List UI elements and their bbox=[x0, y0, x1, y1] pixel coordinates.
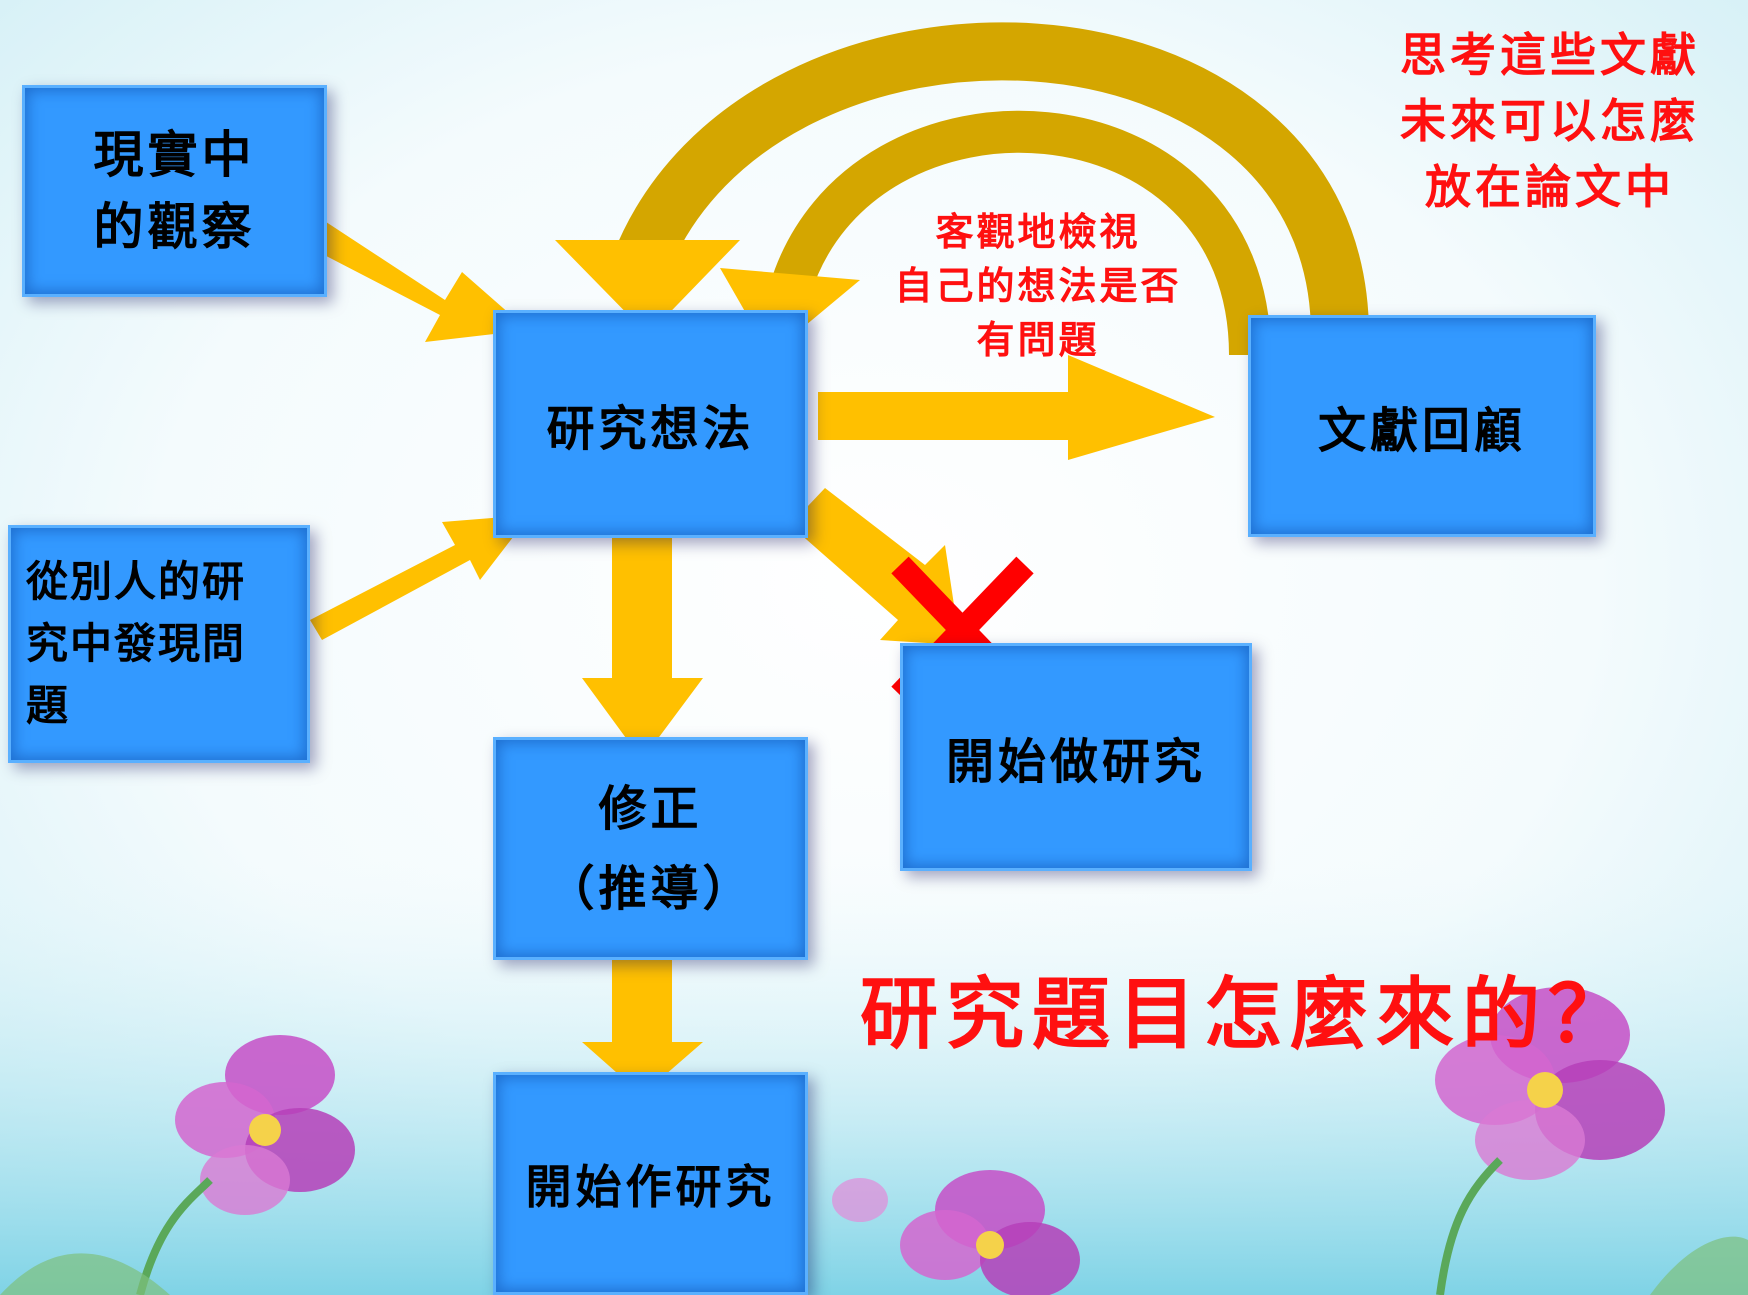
box-revise: 修正 （推導） bbox=[493, 737, 808, 960]
flower-middle-icon bbox=[832, 1170, 1080, 1295]
box-start-wrong-text: 開始做研究 bbox=[945, 734, 1206, 790]
box-start-wrong: 開始做研究 bbox=[900, 643, 1252, 871]
box-idea: 研究想法 bbox=[493, 310, 808, 538]
box-observation: 現實中 的觀察 bbox=[22, 85, 327, 297]
box-literature: 文獻回顧 bbox=[1248, 315, 1596, 537]
arc-arrow-outer-head bbox=[555, 240, 740, 335]
box-start-research-text: 開始作研究 bbox=[525, 1159, 776, 1214]
box-literature-text: 文獻回顧 bbox=[1317, 403, 1526, 459]
arrow-revise-to-start bbox=[582, 948, 703, 1095]
arc-arrow-inner bbox=[769, 110, 1271, 356]
note-objective-check: 客觀地檢視 自己的想法是否 有問題 bbox=[894, 209, 1182, 362]
arrow-observation-to-idea bbox=[305, 218, 528, 342]
box-idea-text: 研究想法 bbox=[546, 401, 755, 457]
box-revise-text: 修正 （推導） bbox=[546, 780, 755, 917]
arc-arrow-outer bbox=[613, 22, 1369, 336]
arrow-idea-to-start-wrong bbox=[790, 488, 960, 645]
box-start-research: 開始作研究 bbox=[493, 1072, 808, 1295]
flower-right-icon bbox=[1435, 987, 1665, 1295]
arrow-others-to-idea bbox=[310, 515, 530, 640]
arrow-idea-to-revise bbox=[582, 525, 703, 760]
box-from-others: 從別人的研 究中發現問 題 bbox=[8, 525, 310, 763]
box-from-others-text: 從別人的研 究中發現問 題 bbox=[26, 557, 247, 730]
slide-title: 研究題目怎麼來的？ bbox=[860, 969, 1635, 1060]
box-observation-text: 現實中 的觀察 bbox=[93, 125, 256, 256]
flower-left-icon bbox=[136, 1035, 355, 1295]
note-future-use: 思考這些文獻 未來可以怎麼 放在論文中 bbox=[1400, 28, 1700, 214]
arrow-idea-to-literature bbox=[818, 355, 1215, 460]
